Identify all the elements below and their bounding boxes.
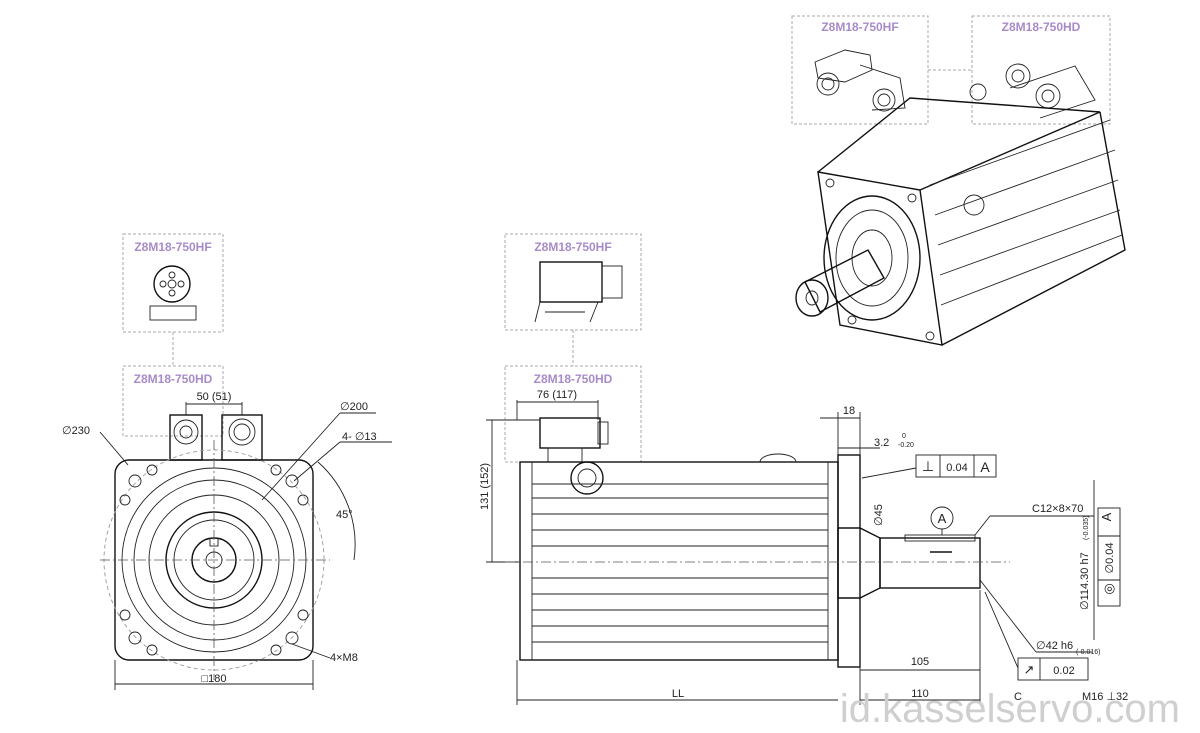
iso-motor-body [795, 83, 1126, 346]
iso-lifting-eye [963, 194, 985, 216]
watermark: id.kasselservo.com [840, 687, 1180, 731]
tol-runout-frame: ↗ 0.02 [984, 591, 1089, 681]
dim-angle: 45° [336, 509, 353, 521]
tol-perp-datum: A [980, 459, 990, 475]
label-c: C [1014, 691, 1022, 703]
side-lifting-eye [570, 461, 604, 495]
side-connector [539, 417, 609, 495]
front-bolt-holes [119, 464, 309, 656]
dim-spigot-dia: ∅114.30 h7 [1079, 552, 1091, 610]
dim-shaft-length: 110 [911, 688, 929, 700]
iso-top-eye [969, 83, 987, 101]
iso-hf-connector-icon [814, 49, 906, 112]
iso-view: Z8M18-750HF Z8M18-750HD [791, 15, 1126, 346]
iso-shaft [804, 249, 885, 313]
side-housing [519, 461, 839, 661]
dim-connector-offset: 76 (117) [537, 389, 577, 401]
dim-body-length: LL [672, 688, 684, 700]
side-motor-body [505, 453, 1010, 668]
tol-concentric-frame: A ∅0.04 ◎ [1097, 507, 1121, 607]
front-hf-title: Z8M18-750HF [134, 240, 211, 254]
tol-conc-symbol: ◎ [1101, 583, 1116, 594]
tol-runout-value: 0.02 [1053, 665, 1074, 677]
dim-square: □180 [202, 673, 227, 685]
dim-thread: M16 ⊥32 [1082, 691, 1128, 703]
iso-hd-title: Z8M18-750HD [1002, 20, 1081, 34]
dim-pitch-circle: ∅230 [62, 425, 90, 437]
dim-holes: 4- ∅13 [342, 431, 377, 443]
dim-key-length: 105 [911, 656, 929, 668]
iso-hf-title: Z8M18-750HF [821, 20, 898, 34]
tol-perpendicular-frame: ⊥ 0.04 A [861, 454, 997, 479]
dim-spigot-dia-tol: (-0.035) [1083, 515, 1090, 540]
tol-perp-value: 0.04 [946, 462, 967, 474]
iso-hd-box [971, 15, 1111, 125]
front-hf-connector-icon [149, 265, 197, 321]
dim-tapped: 4×M8 [330, 652, 358, 664]
dim-spigot-tol-lower: -0.20 [898, 442, 914, 449]
tol-runout-symbol: ↗ [1024, 662, 1035, 677]
side-keyway [904, 534, 976, 542]
front-view: Z8M18-750HF Z8M18-750HD 50 (51) [62, 233, 392, 690]
front-hd-box [122, 365, 224, 437]
side-view: Z8M18-750HF Z8M18-750HD 76 (117) 131 (15… [479, 233, 1128, 705]
dim-spigot-depth: 3.2 [874, 437, 889, 449]
side-flange [837, 454, 861, 668]
dim-shaft-dia: ∅42 h6 [1036, 640, 1073, 652]
side-spigot [837, 527, 881, 599]
dim-shaft-tol: (-0.016) [1076, 649, 1101, 656]
front-connectors [169, 414, 263, 461]
dim-shaft-shoulder: ∅45 [873, 504, 885, 526]
dim-height: 131 (152) [479, 463, 491, 510]
iso-hd-connector-icon [1005, 63, 1096, 119]
side-shaft [879, 537, 981, 589]
side-hd-title: Z8M18-750HD [534, 372, 613, 386]
dim-connector-spacing: 50 (51) [197, 391, 232, 403]
side-hf-title: Z8M18-750HF [534, 240, 611, 254]
datum-a-label: A [938, 511, 947, 526]
side-hf-connector-icon [534, 261, 623, 323]
front-hd-title: Z8M18-750HD [134, 372, 213, 386]
dim-keyway: C12×8×70 [1032, 503, 1083, 515]
tol-perp-symbol: ⊥ [922, 458, 934, 474]
tol-conc-datum: A [1099, 512, 1114, 521]
dim-spigot-tol-upper: 0 [902, 433, 906, 440]
tol-conc-value: ∅0.04 [1104, 543, 1116, 574]
dim-spigot: ∅200 [340, 401, 368, 413]
dim-flange: 18 [843, 405, 855, 417]
